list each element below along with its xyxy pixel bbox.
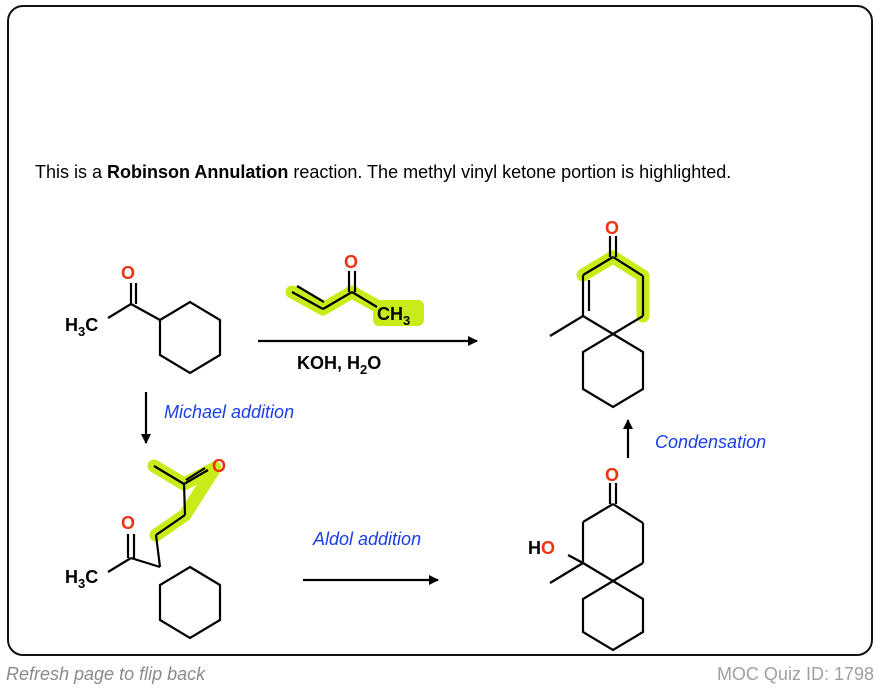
question-text: This is a Robinson Annulation reaction. … [35, 162, 732, 182]
ch3-label: CH3 [377, 304, 410, 328]
adduct-oxygen-label-1: O [212, 456, 226, 476]
condensation-label: Condensation [655, 432, 766, 452]
flip-back-hint: Refresh page to flip back [6, 664, 206, 684]
adduct-oxygen-label-2: O [121, 513, 135, 533]
aldol-addition-label: Aldol addition [312, 529, 421, 549]
h3c-label: H3C [65, 315, 98, 339]
michael-adduct [107, 465, 222, 640]
reagents-label: KOH, H2O [297, 353, 381, 377]
quiz-id: MOC Quiz ID: 1798 [716, 664, 874, 684]
mvk-oxygen-label: O [344, 252, 358, 272]
robinson-product [549, 236, 645, 409]
product-enone-highlight [576, 250, 650, 323]
mvk-highlights [147, 250, 650, 542]
adduct-h3c-label: H3C [65, 567, 98, 591]
quiz-card[interactable] [7, 5, 873, 656]
reaction-name: Robinson Annulation [107, 162, 289, 182]
michael-addition-label: Michael addition [164, 402, 294, 422]
methyl-vinyl-ketone [291, 271, 378, 310]
product-oxygen-label: O [605, 218, 619, 238]
cyclohexyl-methyl-ketone [107, 283, 222, 375]
aldol-oxygen-label: O [605, 465, 619, 485]
aldol-product [549, 483, 645, 652]
hydroxyl-label: HO [528, 538, 555, 558]
ketone-oxygen-label: O [121, 263, 135, 283]
ch3-highlight [373, 300, 424, 326]
